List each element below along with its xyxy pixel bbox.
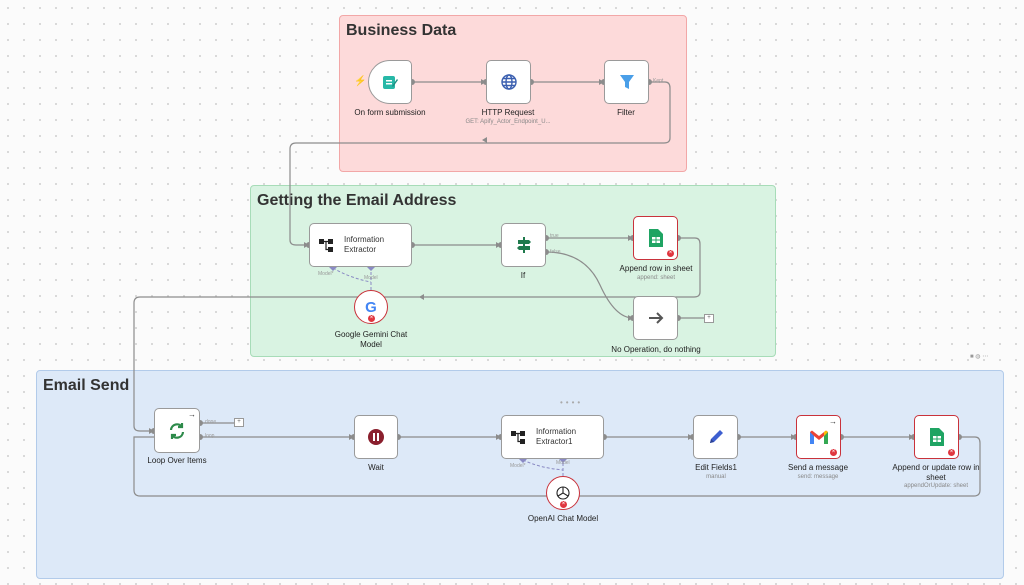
http-request-sublabel: GET: Apify_Actor_Endpoint_U... bbox=[465, 119, 551, 125]
http-request-node[interactable] bbox=[486, 60, 531, 104]
error-icon: × bbox=[368, 315, 375, 322]
error-icon: × bbox=[948, 449, 955, 456]
gmail-send-node[interactable]: → × bbox=[796, 415, 841, 459]
arrow-right-icon bbox=[648, 312, 663, 324]
sheets-update-sublabel: appendOrUpdate: sheet bbox=[903, 483, 969, 489]
if-true-port-label: true bbox=[550, 233, 559, 239]
gmail-send-sublabel: send: message bbox=[797, 474, 839, 480]
loop-arrow-icon: → bbox=[188, 410, 196, 419]
label-line1: Information bbox=[344, 235, 385, 244]
group-title: Getting the Email Address bbox=[257, 192, 457, 209]
openai-chat-model-node[interactable]: × bbox=[546, 476, 580, 510]
sheets-update-node[interactable]: × bbox=[914, 415, 959, 459]
loop-over-items-label: Loop Over Items bbox=[147, 456, 207, 465]
filter-icon bbox=[619, 75, 634, 89]
gmail-send-label: Send a message bbox=[787, 463, 849, 472]
append-row-sublabel: append: sheet bbox=[636, 275, 676, 281]
loop-done-port-label: done bbox=[205, 419, 217, 425]
pause-icon bbox=[368, 429, 384, 445]
trigger-bolt-icon: ⚡ bbox=[354, 76, 367, 87]
edit-fields-node[interactable] bbox=[693, 415, 738, 459]
error-icon: × bbox=[830, 449, 837, 456]
noop-add-button[interactable]: + bbox=[704, 314, 714, 323]
gemini-label: Google Gemini Chat Model bbox=[335, 330, 407, 350]
group-title: Email Send bbox=[43, 377, 130, 394]
information-extractor-label: Information Extractor bbox=[344, 235, 384, 255]
sticky-toolbar[interactable]: ■ ◍ ⋯ bbox=[970, 353, 1000, 361]
edge-openai-extractor1 bbox=[522, 459, 564, 476]
edge-gemini-extractor bbox=[332, 267, 372, 290]
openai-chat-model-label: OpenAI Chat Model bbox=[527, 514, 599, 523]
model-port-label: Model bbox=[556, 460, 570, 466]
openai-icon bbox=[556, 486, 570, 500]
wait-label: Wait bbox=[368, 463, 384, 472]
loop-over-items-node[interactable]: → bbox=[154, 408, 200, 453]
http-request-label: HTTP Request bbox=[481, 108, 535, 117]
information-extractor1-node[interactable]: Information Extractor1 bbox=[501, 415, 604, 459]
color-icon[interactable]: ■ bbox=[970, 354, 974, 360]
no-operation-node[interactable] bbox=[633, 296, 678, 340]
filter-label: Filter bbox=[617, 108, 635, 117]
gmail-icon bbox=[809, 430, 828, 444]
model-required-port-label: Model* bbox=[510, 463, 526, 469]
error-icon: × bbox=[560, 501, 567, 508]
append-row-node[interactable]: × bbox=[633, 216, 678, 260]
information-extractor-node[interactable]: Information Extractor bbox=[309, 223, 412, 267]
loop-loop-port-label: loop bbox=[205, 433, 215, 439]
label-line2: Model bbox=[360, 340, 382, 349]
signpost-icon bbox=[516, 237, 531, 253]
label-line1: Append or update row in bbox=[892, 463, 980, 472]
extractor-icon bbox=[319, 239, 333, 252]
group-title: Business Data bbox=[346, 22, 457, 39]
google-gemini-node[interactable]: G × bbox=[354, 290, 388, 324]
edge-if-noop bbox=[545, 251, 634, 319]
edge-sheets-loop bbox=[133, 436, 981, 497]
if-false-port-label: false bbox=[550, 249, 561, 255]
append-row-label: Append row in sheet bbox=[619, 264, 693, 273]
label-line1: Information bbox=[536, 427, 577, 436]
label-line2: sheet bbox=[926, 473, 946, 482]
form-trigger-node[interactable] bbox=[368, 60, 412, 104]
loop-done-add-button[interactable]: + bbox=[234, 418, 244, 427]
label-line2: Extractor bbox=[344, 245, 377, 254]
google-sheets-icon bbox=[648, 229, 663, 247]
loop-icon bbox=[169, 422, 185, 439]
model-required-port-label: Model* bbox=[318, 271, 334, 277]
google-sheets-icon bbox=[929, 428, 944, 446]
filter-node[interactable] bbox=[604, 60, 649, 104]
edge-append-loop bbox=[133, 237, 701, 432]
label-line2: Extractor1 bbox=[536, 437, 573, 446]
pencil-icon bbox=[709, 430, 723, 443]
information-extractor1-label: Information Extractor1 bbox=[536, 427, 576, 447]
label-line1: Google Gemini Chat bbox=[334, 330, 408, 339]
edit-fields-label: Edit Fields1 bbox=[695, 463, 737, 472]
filter-kept-port-label: Kept bbox=[653, 78, 664, 84]
group-dots[interactable]: •••• bbox=[560, 398, 584, 407]
group-email-send[interactable]: Email Send bbox=[36, 370, 1004, 579]
model-port-label: Model bbox=[364, 275, 378, 281]
sheets-update-label: Append or update row in sheet bbox=[892, 463, 979, 483]
globe-icon bbox=[500, 74, 517, 90]
extractor-icon bbox=[511, 431, 525, 444]
edge-filter-extractor bbox=[289, 81, 671, 246]
error-icon: × bbox=[667, 250, 674, 257]
form-icon bbox=[383, 76, 398, 89]
no-operation-label: No Operation, do nothing bbox=[611, 345, 701, 354]
more-icon[interactable]: ⋯ bbox=[982, 354, 989, 360]
if-node[interactable] bbox=[501, 223, 546, 267]
edit-fields-sublabel: manual bbox=[706, 474, 726, 480]
form-trigger-label: On form submission bbox=[354, 108, 426, 117]
if-label: If bbox=[520, 271, 526, 280]
action-arrow-icon: → bbox=[829, 417, 837, 426]
edit-icon[interactable]: ◍ bbox=[975, 354, 981, 360]
google-icon: G bbox=[365, 298, 377, 316]
wait-node[interactable] bbox=[354, 415, 398, 459]
